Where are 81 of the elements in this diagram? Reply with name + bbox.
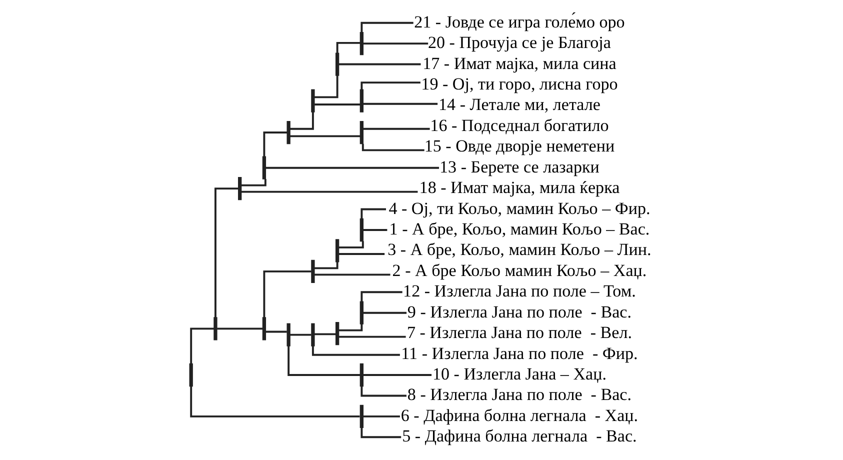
connector [338, 241, 364, 248]
connector [362, 415, 400, 418]
node-text: 10 - Излегла Јана – Хаџ. [432, 364, 606, 384]
connector [362, 128, 430, 130]
connector [360, 82, 420, 90]
node-text: 17 - Имат мајка, мила сина [422, 54, 616, 73]
connector [338, 253, 384, 255]
node-bar [359, 404, 363, 428]
connector [360, 22, 413, 32]
node-text: 11 - Излегла Јана по поле - Фир. [400, 344, 638, 363]
connector [362, 312, 406, 314]
node-bar [188, 363, 192, 387]
node-text: 9 - Излегла Јана по поле - Вас. [406, 302, 632, 322]
connector [362, 42, 428, 45]
node-bar [359, 89, 363, 112]
node-bar [334, 322, 339, 346]
connector [240, 190, 418, 193]
connector [360, 291, 402, 302]
connector [314, 274, 390, 276]
node-bar [359, 32, 363, 56]
connector [314, 75, 338, 98]
node-bar [359, 363, 363, 387]
connector [311, 346, 400, 356]
node-bar [310, 260, 314, 283]
connector [362, 374, 432, 376]
connector [214, 188, 238, 318]
node-bar [359, 301, 363, 324]
connector [265, 330, 286, 333]
connector [338, 63, 420, 66]
node-text: 3 - А бре, Кољо, мамин Кољо – Лин. [387, 240, 651, 260]
node-bar [286, 120, 290, 144]
node-text: 12 - Излегла Јана по поле – Том. [402, 282, 636, 301]
node-bar [262, 317, 266, 340]
node-bar [334, 239, 339, 262]
connector [240, 179, 266, 186]
connector [190, 386, 360, 418]
node-text: 8 - Излегла Јана по поле - Вас. [406, 385, 632, 404]
connector [360, 386, 406, 397]
node-bar [238, 177, 242, 200]
connector [362, 102, 438, 105]
node-bar [310, 323, 314, 346]
node-text: 1 - А бре, Кољо, мамин Кољо – Вас. [388, 220, 650, 239]
connector [314, 333, 336, 336]
connector [361, 144, 424, 152]
connector [190, 328, 214, 364]
node-text: 21 - Јовде се игра голе́мо оро [414, 12, 624, 32]
connector [336, 42, 360, 54]
connector [289, 135, 360, 138]
node-text: 5 - Дафина болна легнала - Вас. [402, 426, 636, 446]
connector [360, 428, 401, 438]
connector [314, 104, 360, 106]
connector [289, 112, 314, 130]
node-text: 18 - Имат мајка, мила ќерка [418, 178, 620, 198]
node-text: 19 - Ој, ти горо, лисна горо [420, 74, 618, 94]
node-text: 4 - Ој, ти Кољо, мамин Кољо – Фир. [388, 198, 650, 218]
node-bar [334, 52, 339, 76]
connector [262, 132, 287, 157]
connector [216, 328, 262, 330]
connector [362, 229, 387, 231]
node-bar [359, 218, 363, 242]
connector [314, 262, 338, 270]
node-bar [262, 156, 266, 180]
connector [360, 208, 386, 219]
node-text: 2 - А бре Кољо мамин Кољо – Хаџ. [392, 260, 646, 280]
node-text: 6 - Дафина болна легнала - Хаџ. [400, 406, 638, 425]
node-text: 15 - Овде дворје неметени [424, 136, 614, 156]
node-text: 20 - Прочуја се је Благоја [427, 33, 610, 52]
node-bar [310, 89, 314, 112]
node-bar [286, 323, 290, 346]
connector [262, 270, 311, 318]
node-text: 13 - Берете се лазарки [439, 157, 599, 176]
connector [287, 346, 360, 376]
node-bar [213, 317, 217, 340]
node-bar [359, 120, 363, 144]
node-text: 16 - Подседнал богатило [430, 116, 608, 135]
connector [265, 166, 438, 169]
node-text: 14 - Летале ми, летале [438, 95, 600, 114]
connector [338, 324, 362, 332]
connector [338, 336, 406, 338]
node-text: 7 - Излегла Јана по поле - Вел. [406, 323, 632, 342]
connector [289, 334, 311, 336]
